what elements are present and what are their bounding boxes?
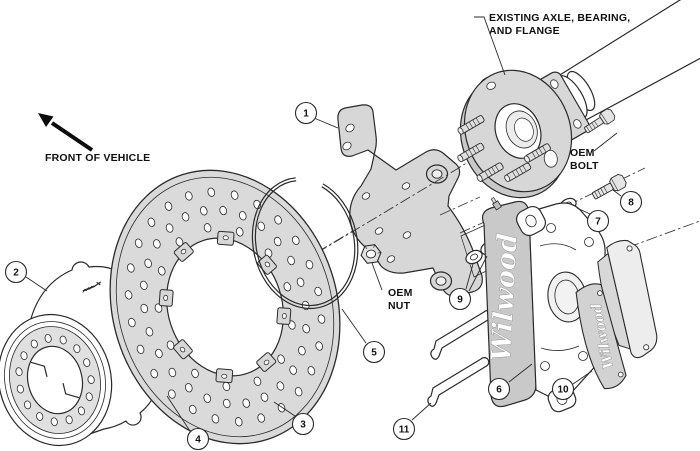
arrow-shaft bbox=[50, 121, 94, 152]
brake-pad-rear bbox=[597, 239, 658, 359]
oem-bolt-label-line2: BOLT bbox=[570, 160, 599, 172]
svg-text:3: 3 bbox=[300, 420, 306, 431]
callout-1: 1 bbox=[294, 101, 339, 129]
axle-assembly: EXISTING AXLE, BEARING, AND FLANGE OEM B… bbox=[456, 0, 700, 199]
svg-text:1: 1 bbox=[303, 109, 309, 120]
callout-4: 4 bbox=[166, 395, 210, 451]
oem-nut-label-line2: NUT bbox=[388, 300, 411, 312]
existing-axle-label-line2: AND FLANGE bbox=[489, 25, 560, 37]
callout-3: 3 bbox=[273, 401, 315, 436]
callout-8: 8 bbox=[612, 189, 643, 214]
arrow-head-icon bbox=[38, 113, 54, 127]
axle-flange bbox=[456, 69, 573, 199]
oem-nut-label-line1: OEM bbox=[388, 287, 413, 299]
pad-retainer-clips bbox=[427, 309, 493, 407]
svg-text:6: 6 bbox=[496, 385, 502, 396]
oem-bolt-label-line1: OEM bbox=[570, 147, 595, 159]
bleed-screw bbox=[490, 196, 502, 211]
caliper-brand-script: Wilwood bbox=[486, 232, 524, 362]
svg-text:9: 9 bbox=[457, 295, 463, 306]
oem-nut: OEM NUT bbox=[360, 244, 413, 312]
callouts: 1 2 3 4 5 6 7 8 bbox=[4, 101, 643, 451]
svg-text:10: 10 bbox=[557, 385, 569, 396]
svg-text:4: 4 bbox=[195, 435, 201, 446]
front-of-vehicle-label: FRONT OF VEHICLE bbox=[45, 152, 150, 164]
brake-pads: Wilwood bbox=[575, 239, 658, 390]
svg-text:11: 11 bbox=[399, 425, 410, 436]
svg-text:2: 2 bbox=[13, 268, 19, 279]
callout-7: 7 bbox=[576, 207, 610, 233]
callout-6: 6 bbox=[487, 363, 533, 401]
snap-ring bbox=[251, 177, 359, 310]
hub-bolt-holes bbox=[15, 334, 95, 427]
svg-text:5: 5 bbox=[371, 348, 377, 359]
callout-11: 11 bbox=[392, 402, 432, 441]
oem-nut-leader bbox=[371, 262, 383, 291]
callout-5: 5 bbox=[341, 308, 386, 364]
rotor-drill-holes bbox=[124, 187, 326, 427]
svg-text:8: 8 bbox=[628, 198, 634, 209]
callout-2: 2 bbox=[4, 260, 48, 292]
callout-9: 9 bbox=[448, 255, 488, 311]
brake-rotor bbox=[109, 169, 341, 445]
drive-hub bbox=[0, 261, 172, 447]
brake-caliper: Wilwood bbox=[481, 196, 606, 413]
svg-text:7: 7 bbox=[595, 217, 601, 228]
front-of-vehicle-indicator: FRONT OF VEHICLE bbox=[38, 113, 150, 164]
existing-axle-leader bbox=[474, 16, 506, 76]
oem-bolt-leader bbox=[593, 132, 618, 152]
existing-axle-label-line1: EXISTING AXLE, BEARING, bbox=[489, 12, 630, 24]
callout-10: 10 bbox=[551, 370, 593, 401]
